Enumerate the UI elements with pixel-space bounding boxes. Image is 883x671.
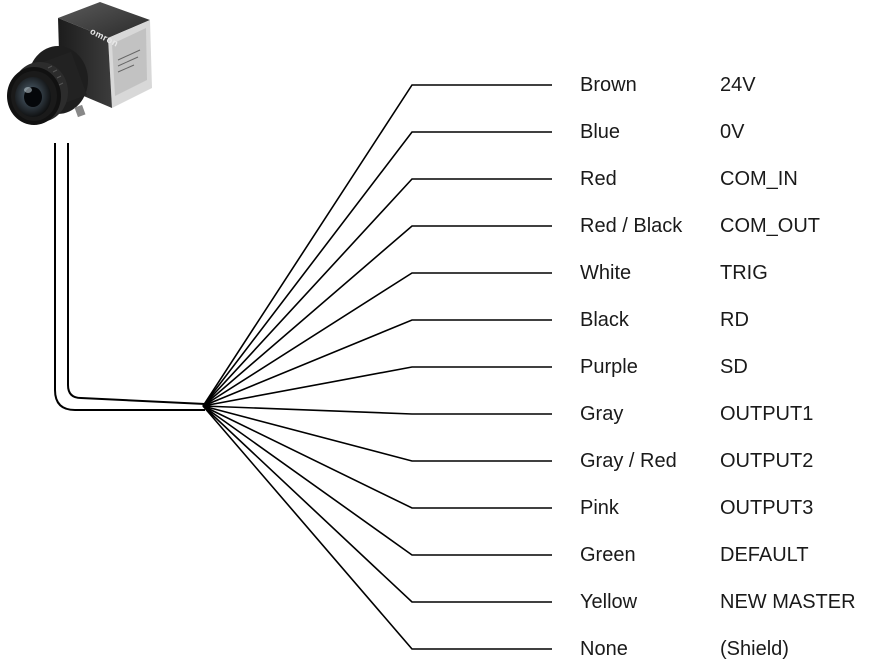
wire-line-4: [202, 272, 552, 407]
wire-signal-label: SD: [720, 356, 748, 378]
wire-color-label: Red / Black: [580, 215, 683, 237]
wire-color-label: Black: [580, 309, 629, 331]
wire-line-1: [202, 131, 552, 407]
cable-inner-line: [67, 143, 206, 405]
wire-color-label: White: [580, 262, 632, 284]
wire-color-label: Gray: [580, 403, 624, 425]
wire-color-label: Green: [580, 544, 636, 566]
wire-signal-label: OUTPUT1: [720, 403, 814, 425]
wire-line-8: [202, 405, 552, 462]
wire-color-label: None: [580, 638, 628, 660]
wire-color-label: Gray / Red: [580, 450, 677, 472]
wire-color-label: Brown: [580, 74, 637, 96]
cable-outer-line: [54, 143, 205, 411]
wire-line-10: [202, 405, 552, 556]
wire-signal-label: COM_OUT: [720, 215, 820, 237]
wire-signal-label: 0V: [720, 121, 745, 143]
wire-line-11: [202, 405, 552, 603]
wire-signal-label: OUTPUT3: [720, 497, 814, 519]
wire-color-label: Blue: [580, 121, 621, 143]
wire-color-label: Red: [580, 168, 617, 190]
wire-signal-label: RD: [720, 309, 749, 331]
wire-line-3: [202, 225, 552, 407]
wire-signal-label: 24V: [720, 74, 756, 96]
wire-color-label: Purple: [580, 356, 638, 378]
wire-signal-label: NEW MASTER: [720, 591, 856, 613]
wire-line-0: [202, 84, 552, 407]
wire-signal-label: COM_IN: [720, 168, 798, 190]
wire-line-2: [202, 178, 552, 407]
wire-line-12: [202, 405, 552, 650]
wire-signal-label: (Shield): [720, 638, 789, 660]
wire-line-9: [202, 405, 552, 509]
wire-line-7: [202, 405, 552, 415]
camera-icon: [7, 2, 152, 125]
wire-signal-label: OUTPUT2: [720, 450, 814, 472]
wire-color-label: Yellow: [580, 591, 638, 613]
wire-color-label: Pink: [580, 497, 619, 519]
camera-illustration: omron: [0, 0, 160, 150]
wire-signal-label: TRIG: [720, 262, 768, 284]
wire-line-5: [202, 319, 552, 407]
wire-line-6: [202, 366, 552, 407]
wire-signal-label: DEFAULT: [720, 544, 809, 566]
